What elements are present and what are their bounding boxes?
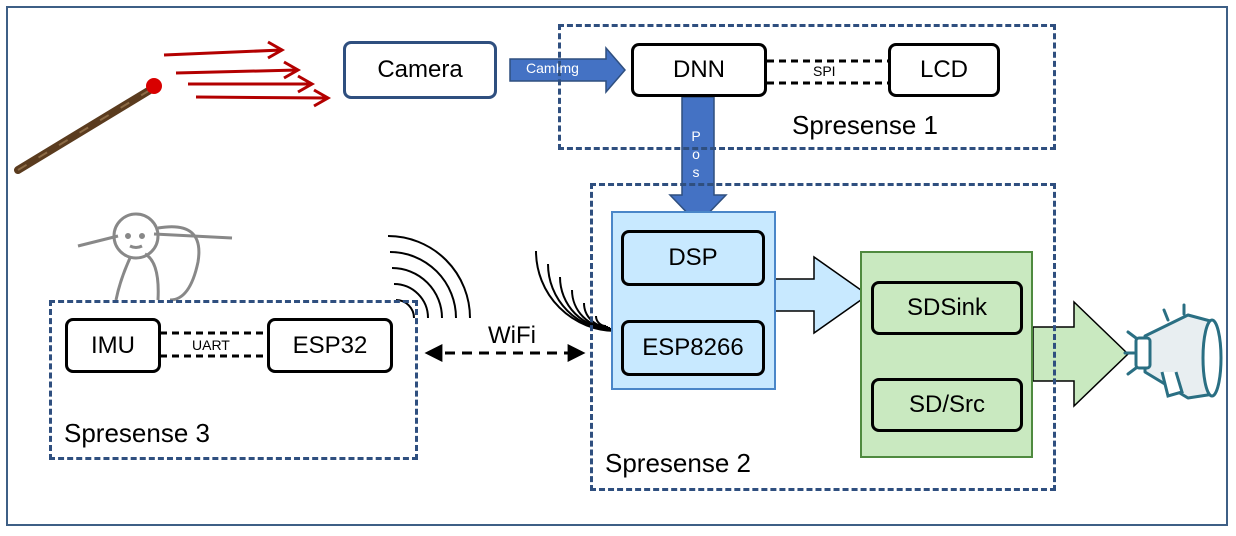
motion-lines-icon bbox=[163, 40, 332, 108]
spresense-1-label: Spresense 1 bbox=[792, 110, 938, 140]
imu-block: IMU bbox=[65, 318, 161, 373]
sd-to-speaker-arrow bbox=[1032, 300, 1130, 408]
sdsink-block: SDSink bbox=[871, 281, 1023, 335]
pos-label: P o s bbox=[691, 128, 701, 180]
pos-arrow bbox=[668, 96, 728, 226]
dsp-block: DSP bbox=[621, 230, 765, 286]
dnn-block: DNN bbox=[631, 43, 767, 97]
lcd-block: LCD bbox=[888, 43, 1000, 97]
esp32-block: ESP32 bbox=[267, 318, 393, 373]
spresense-1-group bbox=[558, 24, 1056, 150]
camimg-label: CamImg bbox=[526, 60, 579, 76]
camera-block: Camera bbox=[343, 41, 497, 99]
sdsrc-block: SD/Src bbox=[871, 378, 1023, 432]
wand-icon bbox=[14, 78, 162, 174]
uart-link bbox=[160, 331, 268, 358]
spresense-2-label: Spresense 2 bbox=[605, 448, 751, 478]
wifi-waves-icon bbox=[387, 235, 471, 319]
uart-label: UART bbox=[192, 337, 230, 353]
spresense-3-group bbox=[49, 300, 418, 460]
spresense-3-label: Spresense 3 bbox=[64, 418, 210, 448]
stick-figure-icon bbox=[77, 212, 233, 302]
wifi-label: WiFi bbox=[488, 322, 536, 349]
spi-label: SPI bbox=[813, 63, 836, 79]
esp8266-block: ESP8266 bbox=[621, 320, 765, 376]
wifi-waves-icon bbox=[535, 250, 617, 332]
spi-link bbox=[767, 59, 888, 85]
megaphone-icon bbox=[1123, 303, 1223, 400]
spresense-2-group bbox=[590, 183, 1056, 491]
dsp-to-sd-arrow bbox=[774, 255, 870, 335]
camimg-arrow bbox=[509, 45, 626, 95]
